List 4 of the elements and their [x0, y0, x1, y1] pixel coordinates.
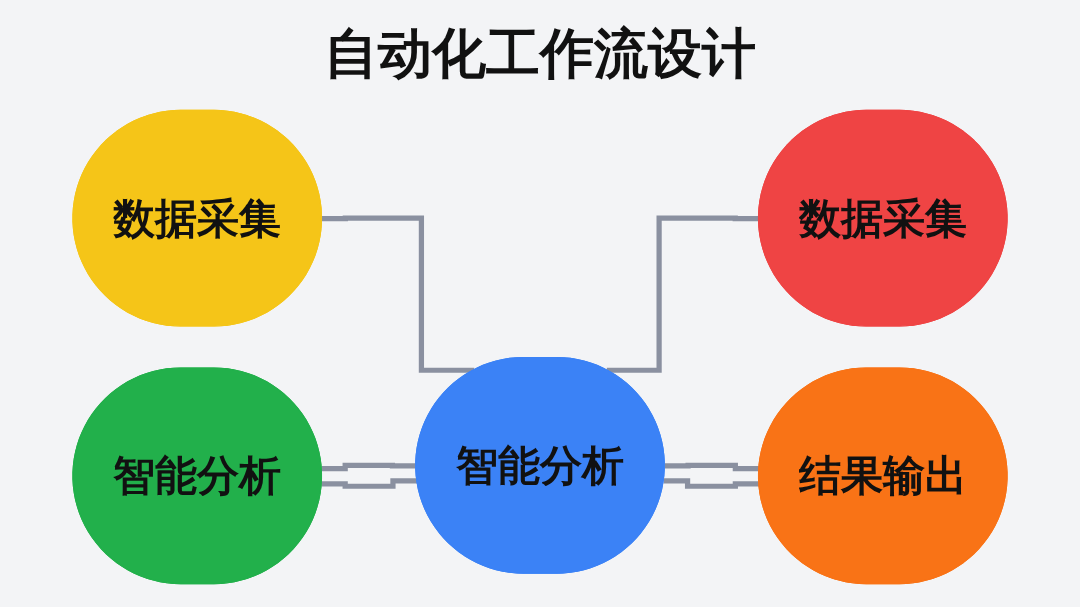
diagram-title: 自动化工作流设计	[323, 21, 757, 87]
connector	[664, 462, 760, 472]
connector	[322, 215, 475, 373]
connector	[321, 478, 418, 489]
